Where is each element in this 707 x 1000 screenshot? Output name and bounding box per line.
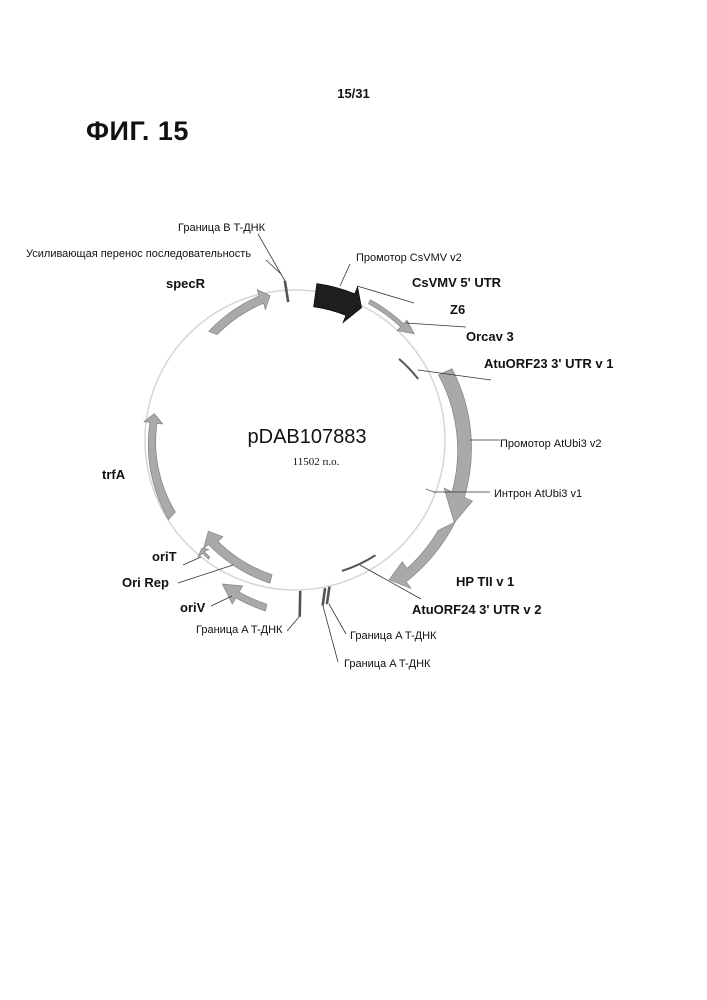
- feature-z6: [368, 300, 414, 334]
- feature-cs-promoter: [314, 284, 362, 323]
- label-cs-utr: CsVMV 5' UTR: [412, 275, 502, 290]
- label-trfa: trfA: [102, 467, 126, 482]
- label-cs-promoter: Промотор CsVMV v2: [356, 252, 462, 264]
- label-specr: specR: [166, 276, 206, 291]
- feature-ubi-intron: [426, 489, 435, 492]
- label-ubi-promoter: Промотор AtUbi3 v2: [500, 438, 601, 450]
- leader-cs-promoter: [340, 264, 350, 286]
- label-ubi-intron: Интрон AtUbi3 v1: [494, 488, 582, 500]
- leader-orca: [406, 323, 466, 327]
- label-atuorf23: AtuORF23 3' UTR v 1: [484, 356, 614, 371]
- leader-enhancer: [266, 260, 281, 274]
- label-border-a-1: Граница A T-ДНК: [350, 630, 437, 642]
- label-enhancer: Усиливающая перенос последовательность: [26, 248, 251, 260]
- label-border-a-3: Граница A T-ДНК: [196, 624, 283, 636]
- leader-border-a-2: [323, 606, 338, 662]
- label-atuorf24: AtuORF24 3' UTR v 2: [412, 602, 542, 617]
- feature-ori-rep: [203, 531, 272, 583]
- leader-border-a-1: [329, 604, 346, 634]
- label-hptii: HP TII v 1: [456, 574, 514, 589]
- label-ori-rep: Ori Rep: [122, 575, 169, 590]
- label-z6: Z6: [450, 302, 465, 317]
- leader-cs-utr: [357, 286, 414, 303]
- border-b: [285, 281, 288, 302]
- feature-ubi-promoter: [438, 369, 472, 523]
- border-a-1: [327, 587, 330, 604]
- leader-oriv: [211, 596, 232, 606]
- plasmid-name: pDAB107883: [248, 426, 367, 448]
- leader-ori-rep: [178, 565, 233, 583]
- leader-border-a-3: [287, 617, 299, 631]
- feature-atuorf23: [399, 359, 418, 379]
- label-oriv: oriV: [180, 600, 206, 615]
- label-orca: Orcav 3: [466, 329, 514, 344]
- feature-hptii: [389, 522, 455, 589]
- plasmid-size: 11502 п.о.: [293, 456, 340, 468]
- feature-atuorf24: [342, 555, 376, 571]
- label-border-a-2: Граница A T-ДНК: [344, 658, 431, 670]
- label-orit: oriT: [152, 549, 177, 564]
- label-border-b: Граница B T-ДНК: [178, 222, 266, 234]
- border-a-2: [323, 588, 325, 606]
- leader-orit: [183, 557, 201, 565]
- border-a-3: [300, 591, 301, 617]
- feature-specr: [209, 290, 270, 335]
